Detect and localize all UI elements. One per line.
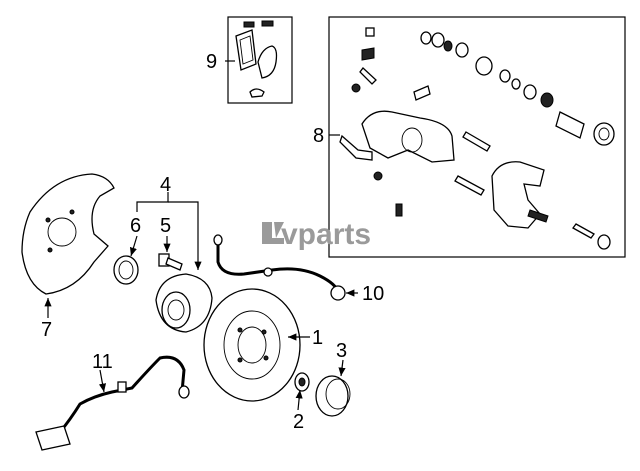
callout-1: 1 bbox=[312, 327, 323, 349]
leader-lines bbox=[44, 60, 358, 411]
callout-8: 8 bbox=[313, 125, 324, 147]
hub-bearing-assembly bbox=[155, 273, 213, 333]
callout-4: 4 bbox=[160, 174, 171, 196]
callout-2: 2 bbox=[293, 411, 304, 433]
brake-rotor bbox=[203, 288, 301, 402]
lv-logo-icon bbox=[262, 222, 284, 244]
callout-5: 5 bbox=[160, 215, 171, 237]
caliper-kit-box bbox=[328, 16, 626, 258]
callout-labels: 9 8 4 6 5 10 7 1 3 11 2 bbox=[41, 51, 384, 433]
axle-nut bbox=[294, 372, 310, 392]
callout-7: 7 bbox=[41, 319, 52, 341]
seal-ring bbox=[113, 255, 139, 285]
callout-11: 11 bbox=[92, 351, 113, 373]
callout-6: 6 bbox=[130, 215, 141, 237]
brake-hose bbox=[213, 234, 346, 301]
watermark-brand: vparts bbox=[281, 218, 371, 251]
abs-sensor-harness bbox=[35, 355, 190, 451]
callout-9: 9 bbox=[206, 51, 217, 73]
callout-10: 10 bbox=[362, 283, 384, 305]
brake-pad-kit-box bbox=[227, 16, 293, 104]
watermark: vparts bbox=[262, 218, 371, 251]
hub-bolt bbox=[158, 253, 183, 271]
hub-cap bbox=[315, 375, 351, 417]
callout-3: 3 bbox=[336, 340, 347, 362]
dust-shield bbox=[21, 173, 115, 295]
